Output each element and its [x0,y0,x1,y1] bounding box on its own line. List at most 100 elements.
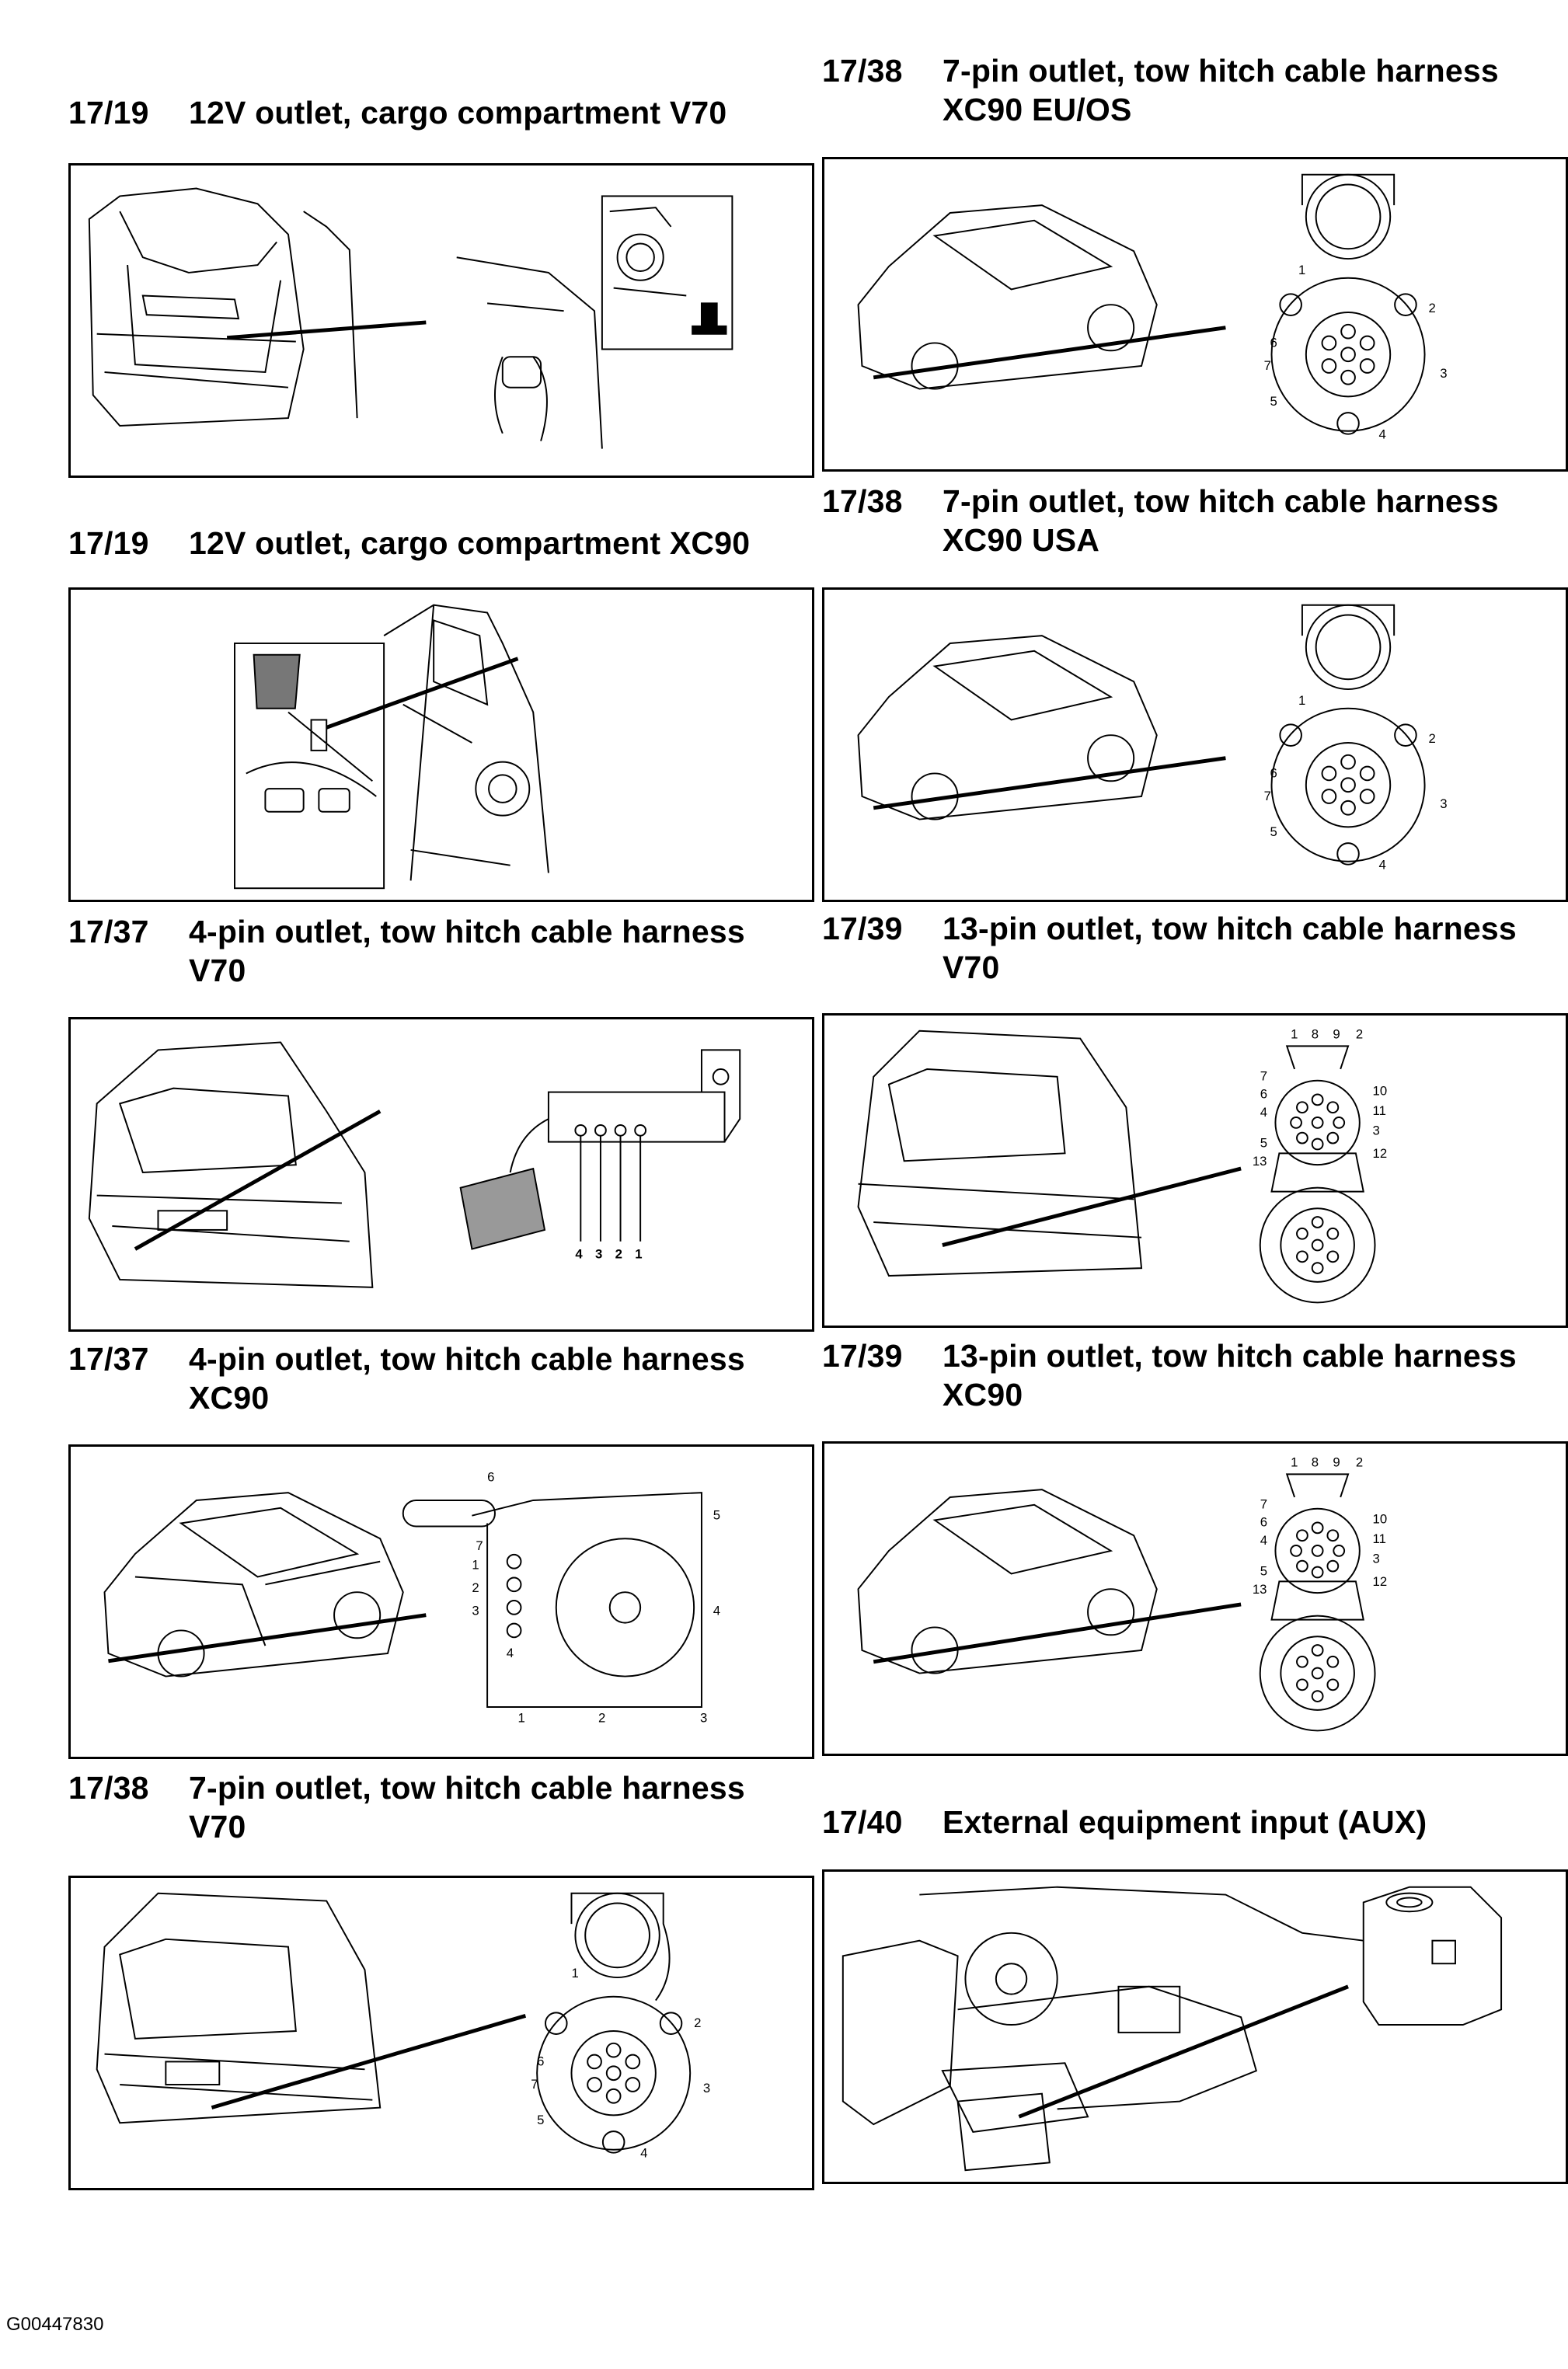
section-code: 17/40 [822,1804,903,1840]
pin-label: 6 [1270,765,1277,780]
diagram-frame: 1 2 3 4 5 6 7 [822,587,1568,902]
pin-label: 1 [1291,1027,1298,1042]
section-title: 4-pin outlet, tow hitch cable harness [189,914,745,949]
section-subtitle: XC90 EU/OS [943,92,1132,127]
pin-label: 3 [1440,796,1447,811]
section-title: 7-pin outlet, tow hitch cable harness [189,1770,745,1806]
section-code: 17/37 [68,1341,149,1377]
section-title: 7-pin outlet, tow hitch cable harness [943,53,1499,89]
pin-label: 6 [1260,1086,1267,1101]
pin-label: 1 [1298,693,1305,708]
pin-label: 2 [598,1711,605,1726]
pin-label: 6 [1260,1514,1267,1529]
pin-label: 7 [1260,1069,1267,1084]
section-code: 17/38 [822,483,903,519]
pin-label: 9 [1333,1455,1340,1470]
pin-label: 7 [1264,789,1271,803]
section-title: External equipment input (AUX) [943,1804,1427,1840]
pin-label: 3 [1373,1124,1380,1138]
diagram-frame: 1 8 9 2 7 6 4 5 13 10 11 3 12 [822,1013,1568,1328]
pin-label: 9 [1333,1027,1340,1042]
pin-label: 5 [537,2113,544,2127]
section-title: 12V outlet, cargo compartment V70 [189,95,727,131]
pin-label: 2 [1428,731,1435,746]
diagram-frame: 1 8 9 2 7 6 4 5 13 10 11 3 12 [822,1441,1568,1756]
pin-label: 2 [1356,1027,1363,1042]
section-heading: 17/39 13-pin outlet, tow hitch cable har… [822,909,1517,987]
pin-label: 3 [700,1711,707,1726]
pin-label: 10 [1373,1511,1388,1526]
section-title: 13-pin outlet, tow hitch cable harness [943,911,1517,946]
pin-label: 13 [1253,1582,1267,1597]
pin-label: 2 [1356,1455,1363,1470]
pin-label: 4 [713,1604,720,1618]
section-heading: 17/38 7-pin outlet, tow hitch cable harn… [68,1768,745,1846]
tow-13pin-xc90-illustration: 1 8 9 2 7 6 4 5 13 10 11 3 12 [857,1455,1388,1732]
pin-label: 1 [472,1558,479,1573]
section-title: 4-pin outlet, tow hitch cable harness [189,1341,745,1377]
figure-id: G00447830 [6,2314,104,2335]
section-title: 13-pin outlet, tow hitch cable harness [943,1338,1517,1374]
section-code: 17/19 [68,95,149,131]
pin-label: 4 [1378,427,1385,442]
pin-label: 7 [476,1538,483,1553]
tow-7pin-v70-illustration: 1 2 3 4 5 6 7 [96,1892,710,2161]
pin-label: 2 [1428,301,1435,315]
pin-label: 4 [640,2146,647,2161]
pin-label: 8 [1312,1455,1319,1470]
pin-label: 1 [1291,1455,1298,1470]
pin-label: 10 [1373,1083,1388,1098]
section-subtitle: XC90 [189,1380,270,1416]
tow-7pin-xc90-usa-illustration: 1 2 3 4 5 6 7 [857,604,1448,873]
diagram-frame [68,587,814,902]
pin-label: 3 [703,2081,710,2096]
section-heading: 17/39 13-pin outlet, tow hitch cable har… [822,1336,1517,1414]
section-subtitle: V70 [189,953,246,988]
pin-label: 4 [575,1246,583,1261]
section-subtitle: V70 [189,1809,246,1845]
section-code: 17/38 [68,1770,149,1806]
tow-13pin-v70-illustration: 1 8 9 2 7 6 4 5 13 10 11 3 12 [857,1027,1388,1304]
diagram-frame: 1 2 3 4 5 6 7 1 2 3 4 [68,1444,814,1759]
pin-label: 3 [472,1604,479,1618]
pin-label: 3 [1440,366,1447,381]
pin-label: 5 [1260,1563,1267,1578]
pin-label: 2 [615,1246,622,1261]
section-heading: 17/37 4-pin outlet, tow hitch cable harn… [68,912,745,990]
diagram-frame [68,163,814,478]
pin-label: 12 [1373,1146,1388,1161]
pin-label: 4 [507,1646,514,1660]
section-title: 12V outlet, cargo compartment XC90 [189,525,751,561]
diagram-frame: 1 2 3 4 5 6 7 [822,157,1568,472]
tow-4pin-v70-illustration: 4 3 2 1 [88,1041,741,1288]
pin-label: 7 [1264,358,1271,373]
section-heading: 17/38 7-pin outlet, tow hitch cable harn… [822,51,1499,129]
pin-label: 1 [1298,263,1305,277]
section-subtitle: V70 [943,949,1000,985]
pin-label: 5 [1270,824,1277,839]
pin-label: 8 [1312,1027,1319,1042]
pin-label: 3 [1373,1552,1380,1566]
tow-7pin-xc90-eu-illustration: 1 2 3 4 5 6 7 [857,173,1448,442]
section-code: 17/38 [822,53,903,89]
pin-label: 4 [1260,1533,1267,1548]
pin-label: 6 [1270,335,1277,350]
section-heading: 17/37 4-pin outlet, tow hitch cable harn… [68,1340,745,1417]
pin-label: 1 [571,1966,578,1981]
pin-label: 5 [713,1508,720,1523]
section-code: 17/39 [822,911,903,946]
pin-label: 13 [1253,1154,1267,1169]
section-heading: 17/38 7-pin outlet, tow hitch cable harn… [822,482,1499,559]
pin-label: 4 [1260,1105,1267,1120]
pin-label: 12 [1373,1574,1388,1589]
section-heading: 17/40 External equipment input (AUX) [822,1803,1427,1841]
pin-label: 5 [1260,1135,1267,1150]
pin-label: 2 [472,1580,479,1595]
pin-label: 1 [635,1246,642,1261]
pin-label: 4 [1378,858,1385,873]
pin-label: 7 [531,2077,538,2092]
diagram-frame [822,1869,1568,2184]
tow-4pin-xc90-illustration: 1 2 3 4 5 6 7 1 2 3 4 [103,1469,720,1726]
pin-label: 11 [1373,1531,1386,1546]
pin-label: 1 [518,1711,525,1726]
